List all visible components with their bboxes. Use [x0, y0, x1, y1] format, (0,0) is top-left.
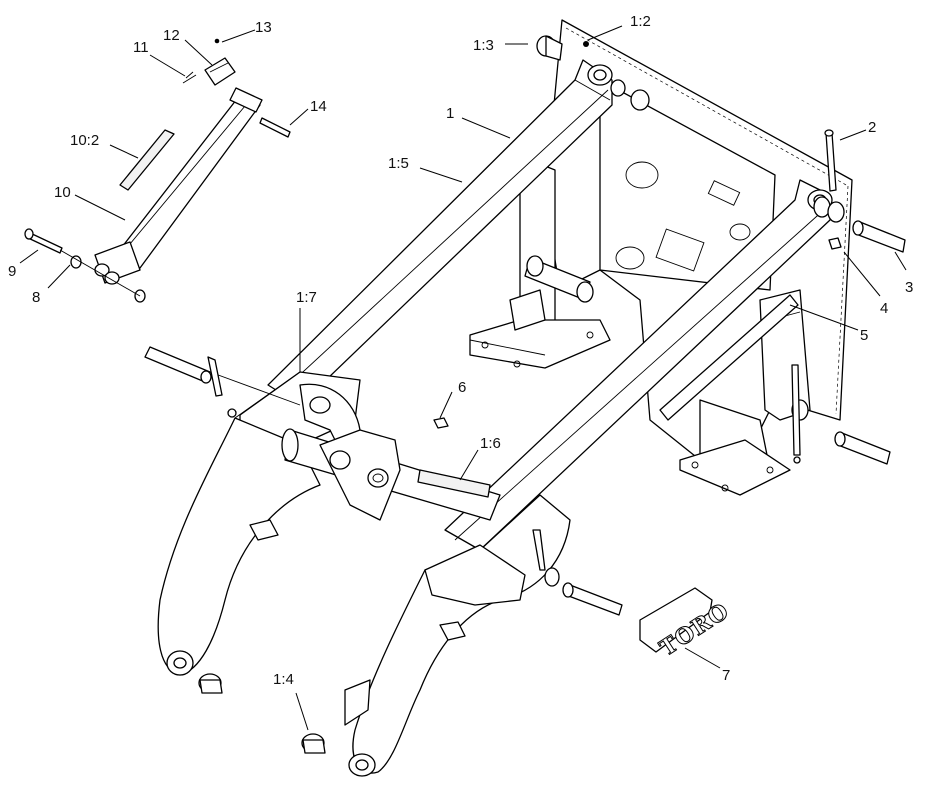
- cross-tube-decal-strip: [417, 469, 491, 498]
- part-14-pin: [259, 117, 291, 138]
- label-2: 2: [868, 119, 876, 136]
- label-1-3: 1:3: [473, 37, 494, 54]
- right-boom-arm: [344, 179, 833, 777]
- part-10-link-tube: [94, 87, 263, 285]
- part-8-washer: [70, 255, 82, 269]
- label-1-5: 1:5: [388, 155, 409, 172]
- part-7-toro-decal: TORO: [639, 587, 735, 662]
- strap-plate: [659, 294, 799, 421]
- label-1-6: 1:6: [480, 435, 501, 452]
- label-6: 6: [458, 379, 466, 396]
- label-7: 7: [722, 667, 730, 684]
- part-4-nut: [828, 237, 842, 250]
- label-11: 11: [133, 39, 149, 56]
- pivot-pin-left: [144, 346, 211, 383]
- label-10: 10: [54, 184, 71, 201]
- front-arm-pin: [565, 584, 623, 616]
- callout-labels: 1 1:2 1:3 1:4 1:5 1:6 1:7 2 3 4 5 6 7 8 …: [8, 13, 913, 688]
- label-1: 1: [446, 105, 454, 122]
- label-4: 4: [880, 300, 888, 317]
- tower-inner-panel: [599, 79, 776, 291]
- part-10-2-decal: [119, 129, 175, 191]
- label-10-2: 10:2: [70, 132, 99, 149]
- cross-tube: [281, 383, 501, 521]
- label-3: 3: [905, 279, 913, 296]
- part-1-2-grease-fitting: [583, 41, 589, 47]
- label-1-2: 1:2: [630, 13, 651, 30]
- part-6-nut: [433, 417, 449, 429]
- leader-lines: [19, 25, 907, 731]
- label-14: 14: [310, 98, 327, 115]
- label-5: 5: [860, 327, 868, 344]
- label-1-7: 1:7: [296, 289, 317, 306]
- label-1-4: 1:4: [273, 671, 294, 688]
- lower-pivot-pin: [837, 432, 891, 465]
- label-13: 13: [255, 19, 272, 36]
- right-boom-gusset: [424, 544, 526, 606]
- part-13-screw: [214, 38, 220, 44]
- label-9: 9: [8, 263, 16, 280]
- tower-right-foot: [679, 439, 791, 496]
- label-12: 12: [163, 27, 180, 44]
- part-12-clip: [204, 57, 236, 86]
- link-tube: [114, 94, 261, 269]
- part-11-cotter-pin: [182, 71, 197, 84]
- label-8: 8: [32, 289, 40, 306]
- tower-frame: [469, 19, 853, 496]
